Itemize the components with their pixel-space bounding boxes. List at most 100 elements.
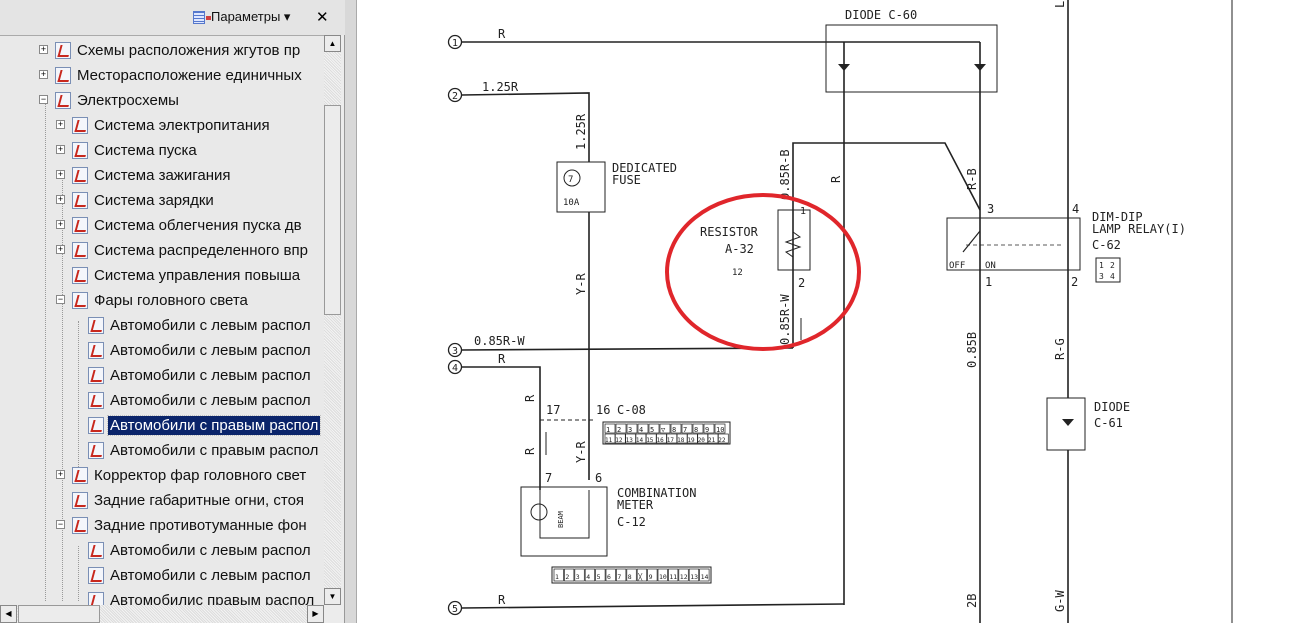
connector-pin: 5 [650, 426, 654, 434]
connector-pin: 8 [694, 426, 698, 434]
connector-cell [595, 568, 606, 582]
expand-icon[interactable]: + [56, 119, 65, 129]
bookmark-label: Автомобили с левым распол [110, 541, 311, 559]
bookmark-label: Автомобили с правым распол [110, 441, 319, 459]
scroll-down-button[interactable]: ▼ [324, 588, 341, 605]
expand-icon[interactable]: + [56, 169, 65, 179]
bookmark-item[interactable]: Электросхемы [55, 88, 181, 112]
bookmark-item[interactable]: Схемы расположения жгутов пр [55, 38, 302, 62]
scroll-left-button[interactable]: ◀ [0, 605, 17, 623]
bookmark-item[interactable]: Автомобили с правым распол [88, 438, 320, 462]
bookmark-item[interactable]: Автомобилис правым распол [88, 588, 316, 605]
c08-code: C-08 [617, 403, 646, 417]
fuse-rating: 10A [563, 198, 580, 208]
bookmark-item[interactable]: Задние габаритные огни, стоя [72, 488, 306, 512]
pin-number: 4 [1072, 202, 1079, 216]
wire-label: 1.25R [482, 80, 519, 94]
bookmark-item[interactable]: Автомобили с левым распол [88, 563, 313, 587]
connector-pin: 11 [669, 573, 677, 581]
connector-pin: 5 [597, 573, 601, 581]
options-icon [193, 10, 211, 24]
connector-pin: 15 [646, 437, 654, 444]
bookmark-item[interactable]: Система облегчения пуска дв [72, 213, 304, 237]
connector-cell [605, 568, 616, 582]
connector-cell [703, 423, 715, 434]
pdf-bookmark-icon [55, 66, 71, 84]
bookmark-item[interactable]: Автомобили с левым распол [88, 313, 313, 337]
connector-pin: 6 [607, 573, 611, 581]
scroll-right-button[interactable]: ▶ [307, 605, 324, 623]
pdf-bookmark-icon [88, 591, 104, 605]
bookmark-item[interactable]: Система распределенного впр [72, 238, 310, 262]
relay-conn-pin: 4 [1110, 272, 1115, 281]
bookmark-item[interactable]: Корректор фар головного свет [72, 463, 308, 487]
tree-guide-line [78, 321, 79, 471]
expand-icon[interactable]: + [56, 469, 65, 479]
bookmark-item[interactable]: Месторасположение единичных [55, 63, 304, 87]
horizontal-scrollbar[interactable]: ◀ ▶ [0, 605, 324, 623]
bookmark-item[interactable]: Автомобили с правым распол [88, 413, 322, 437]
scroll-thumb[interactable] [324, 105, 341, 315]
connector-cell [626, 423, 638, 434]
bookmark-label: Система облегчения пуска дв [94, 216, 302, 234]
bookmark-label: Фары головного света [94, 291, 248, 309]
bookmark-label: Задние габаритные огни, стоя [94, 491, 305, 509]
connector-pin: 14 [701, 573, 709, 581]
bookmark-item[interactable]: Задние противотуманные фон [72, 513, 309, 537]
collapse-icon[interactable]: − [56, 519, 65, 529]
bookmark-item[interactable]: Система электропитания [72, 113, 272, 137]
relay-label: DIM-DIP [1092, 210, 1143, 224]
connector-cell [714, 423, 726, 434]
tree-guide-line [62, 171, 63, 601]
wire-label: 0.85B [965, 332, 979, 368]
connector-pin: 22 [718, 437, 726, 444]
vertical-scrollbar[interactable]: ▲ ▼ [324, 35, 341, 605]
connector-pin: 11 [605, 437, 613, 444]
bookmark-item[interactable]: Автомобили с левым распол [88, 363, 313, 387]
diode-c61-label: DIODE [1094, 400, 1130, 414]
h-scroll-thumb[interactable] [18, 605, 100, 623]
pin-number: 1 [800, 206, 806, 217]
bookmark-item[interactable]: Фары головного света [72, 288, 250, 312]
pin-number: 6 [595, 471, 602, 485]
resistor-connector: 12 [732, 268, 743, 278]
pdf-bookmark-icon [55, 91, 71, 109]
collapse-icon[interactable]: − [56, 294, 65, 304]
connector-pin: 1 [606, 426, 610, 434]
bookmark-tree: Схемы расположения жгутов пр + Местораспол… [0, 35, 324, 605]
wire-label: 0.85R-W [474, 334, 525, 348]
connector-cell [604, 423, 616, 434]
pdf-bookmark-icon [88, 316, 104, 334]
connector-cell [668, 568, 679, 582]
expand-icon[interactable]: + [56, 194, 65, 204]
bookmark-item[interactable]: Система управления повышa [72, 263, 302, 287]
pin-number: 17 [546, 403, 560, 417]
expand-icon[interactable]: + [39, 44, 48, 54]
expand-icon[interactable]: + [56, 144, 65, 154]
wire-label: R [498, 352, 506, 366]
expand-icon[interactable]: + [39, 69, 48, 79]
bookmark-item[interactable]: Система пуска [72, 138, 199, 162]
relay-conn-pin: 1 [1099, 261, 1104, 270]
close-panel-button[interactable]: ✕ [316, 9, 329, 26]
bookmark-item[interactable]: Система зарядки [72, 188, 216, 212]
bookmark-item[interactable]: Автомобили с левым распол [88, 538, 313, 562]
bookmark-item[interactable]: Система зажигания [72, 163, 232, 187]
wire-label: R [523, 447, 537, 455]
panel-splitter[interactable] [345, 0, 357, 623]
connector-cell [699, 568, 710, 582]
scroll-up-button[interactable]: ▲ [324, 35, 341, 52]
terminal-number: 5 [452, 604, 458, 615]
expand-icon[interactable]: + [56, 219, 65, 229]
expand-icon[interactable]: + [56, 244, 65, 254]
wire-label: Y-R [574, 441, 588, 463]
options-button[interactable]: Параметры ▾ [193, 9, 290, 25]
collapse-icon[interactable]: − [39, 94, 48, 104]
bookmark-item[interactable]: Автомобили с левым распол [88, 388, 313, 412]
terminal-number: 3 [452, 346, 458, 357]
relay-code: C-62 [1092, 238, 1121, 252]
bookmark-item[interactable]: Автомобили с левым распол [88, 338, 313, 362]
connector-pin: 9 [705, 426, 709, 434]
pdf-bookmark-icon [72, 466, 88, 484]
